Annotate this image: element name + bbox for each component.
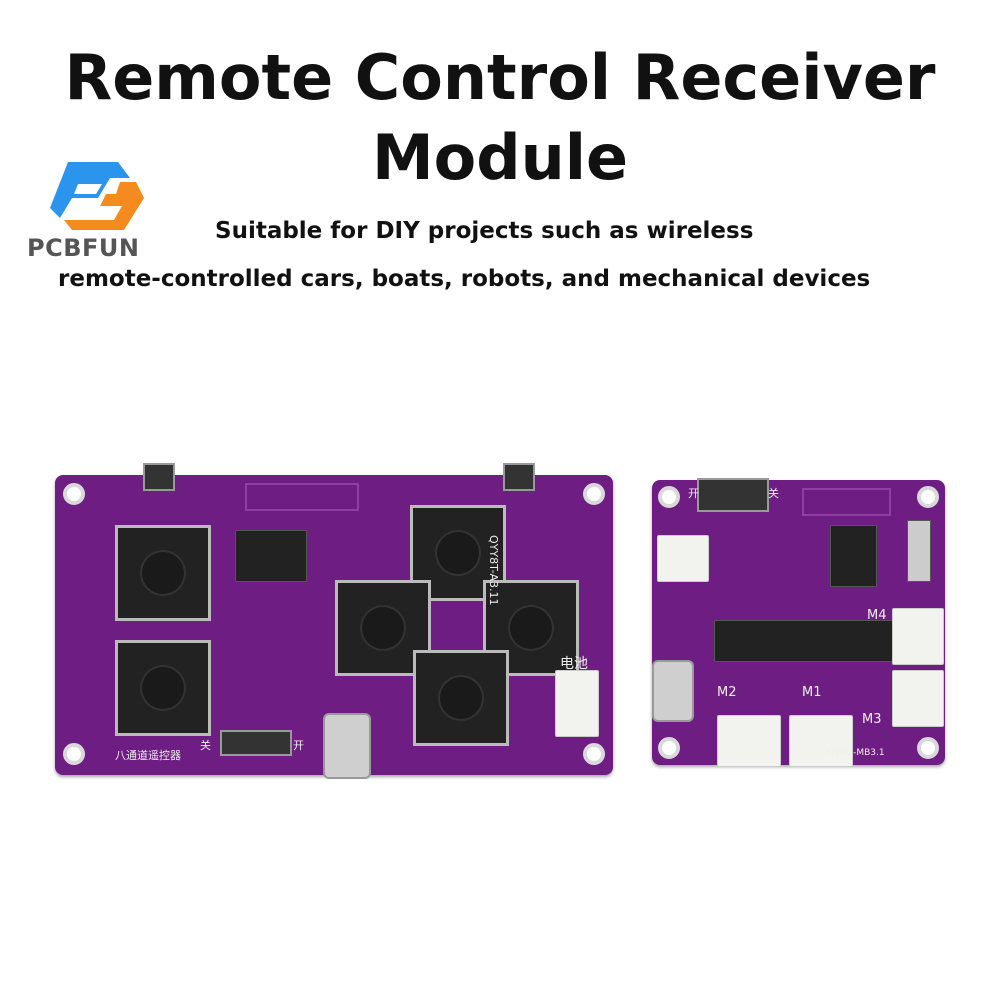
pcbfun-logo-icon (50, 162, 144, 230)
push-button (413, 650, 509, 746)
mount-hole (583, 483, 605, 505)
slide-switch (697, 478, 769, 512)
tact-switch (503, 463, 535, 491)
title-line-2: Module (371, 121, 629, 194)
subtitle-line-2: remote-controlled cars, boats, robots, a… (58, 266, 871, 292)
antenna-trace (245, 483, 359, 511)
mount-hole (658, 486, 680, 508)
tact-switch (143, 463, 175, 491)
ic-chip (235, 530, 307, 582)
push-button (115, 525, 211, 621)
mount-hole (63, 743, 85, 765)
on-label: 开 (293, 739, 304, 752)
subtitle-line-1: Suitable for DIY projects such as wirele… (215, 218, 754, 244)
m2-label: M2 (717, 685, 737, 700)
mount-hole (917, 737, 939, 759)
slide-switch (220, 730, 292, 756)
brand-name: PCBFUN (27, 234, 140, 262)
board-name-label: 八通道遥控器 (115, 749, 181, 762)
mount-hole (583, 743, 605, 765)
connector-m2 (717, 715, 781, 767)
usb-c-port (652, 660, 694, 722)
model-label: QYM2-MB3.1 (827, 748, 885, 758)
connector-m1 (789, 715, 853, 767)
right-pcb-board: 开 关 M1 M2 M3 M4 QYM2-MB3.1 (652, 478, 945, 767)
model-label: QYY8T-A3.11 (487, 535, 500, 606)
m4-label: M4 (867, 608, 887, 623)
push-button (115, 640, 211, 736)
left-pcb-board: 八通道遥控器 关 开 电池 QYY8T-A3.11 (55, 463, 613, 779)
title-line-1: Remote Control Receiver (64, 41, 936, 114)
antenna-trace (802, 488, 891, 516)
connector-m3 (892, 670, 944, 727)
mount-hole (63, 483, 85, 505)
connector (657, 535, 709, 582)
off-label: 关 (768, 487, 779, 500)
usb-c-port (323, 713, 371, 779)
mount-hole (917, 486, 939, 508)
battery-label: 电池 (560, 656, 588, 672)
m3-label: M3 (862, 712, 882, 727)
mount-hole (658, 737, 680, 759)
connector-m4 (892, 608, 944, 665)
motor-driver-chips (714, 620, 896, 662)
on-label: 开 (688, 487, 699, 500)
m1-label: M1 (802, 685, 822, 700)
push-button (483, 580, 579, 676)
off-label: 关 (200, 739, 211, 752)
battery-connector (555, 670, 599, 737)
crystal (907, 520, 931, 582)
ic-chip (830, 525, 877, 587)
